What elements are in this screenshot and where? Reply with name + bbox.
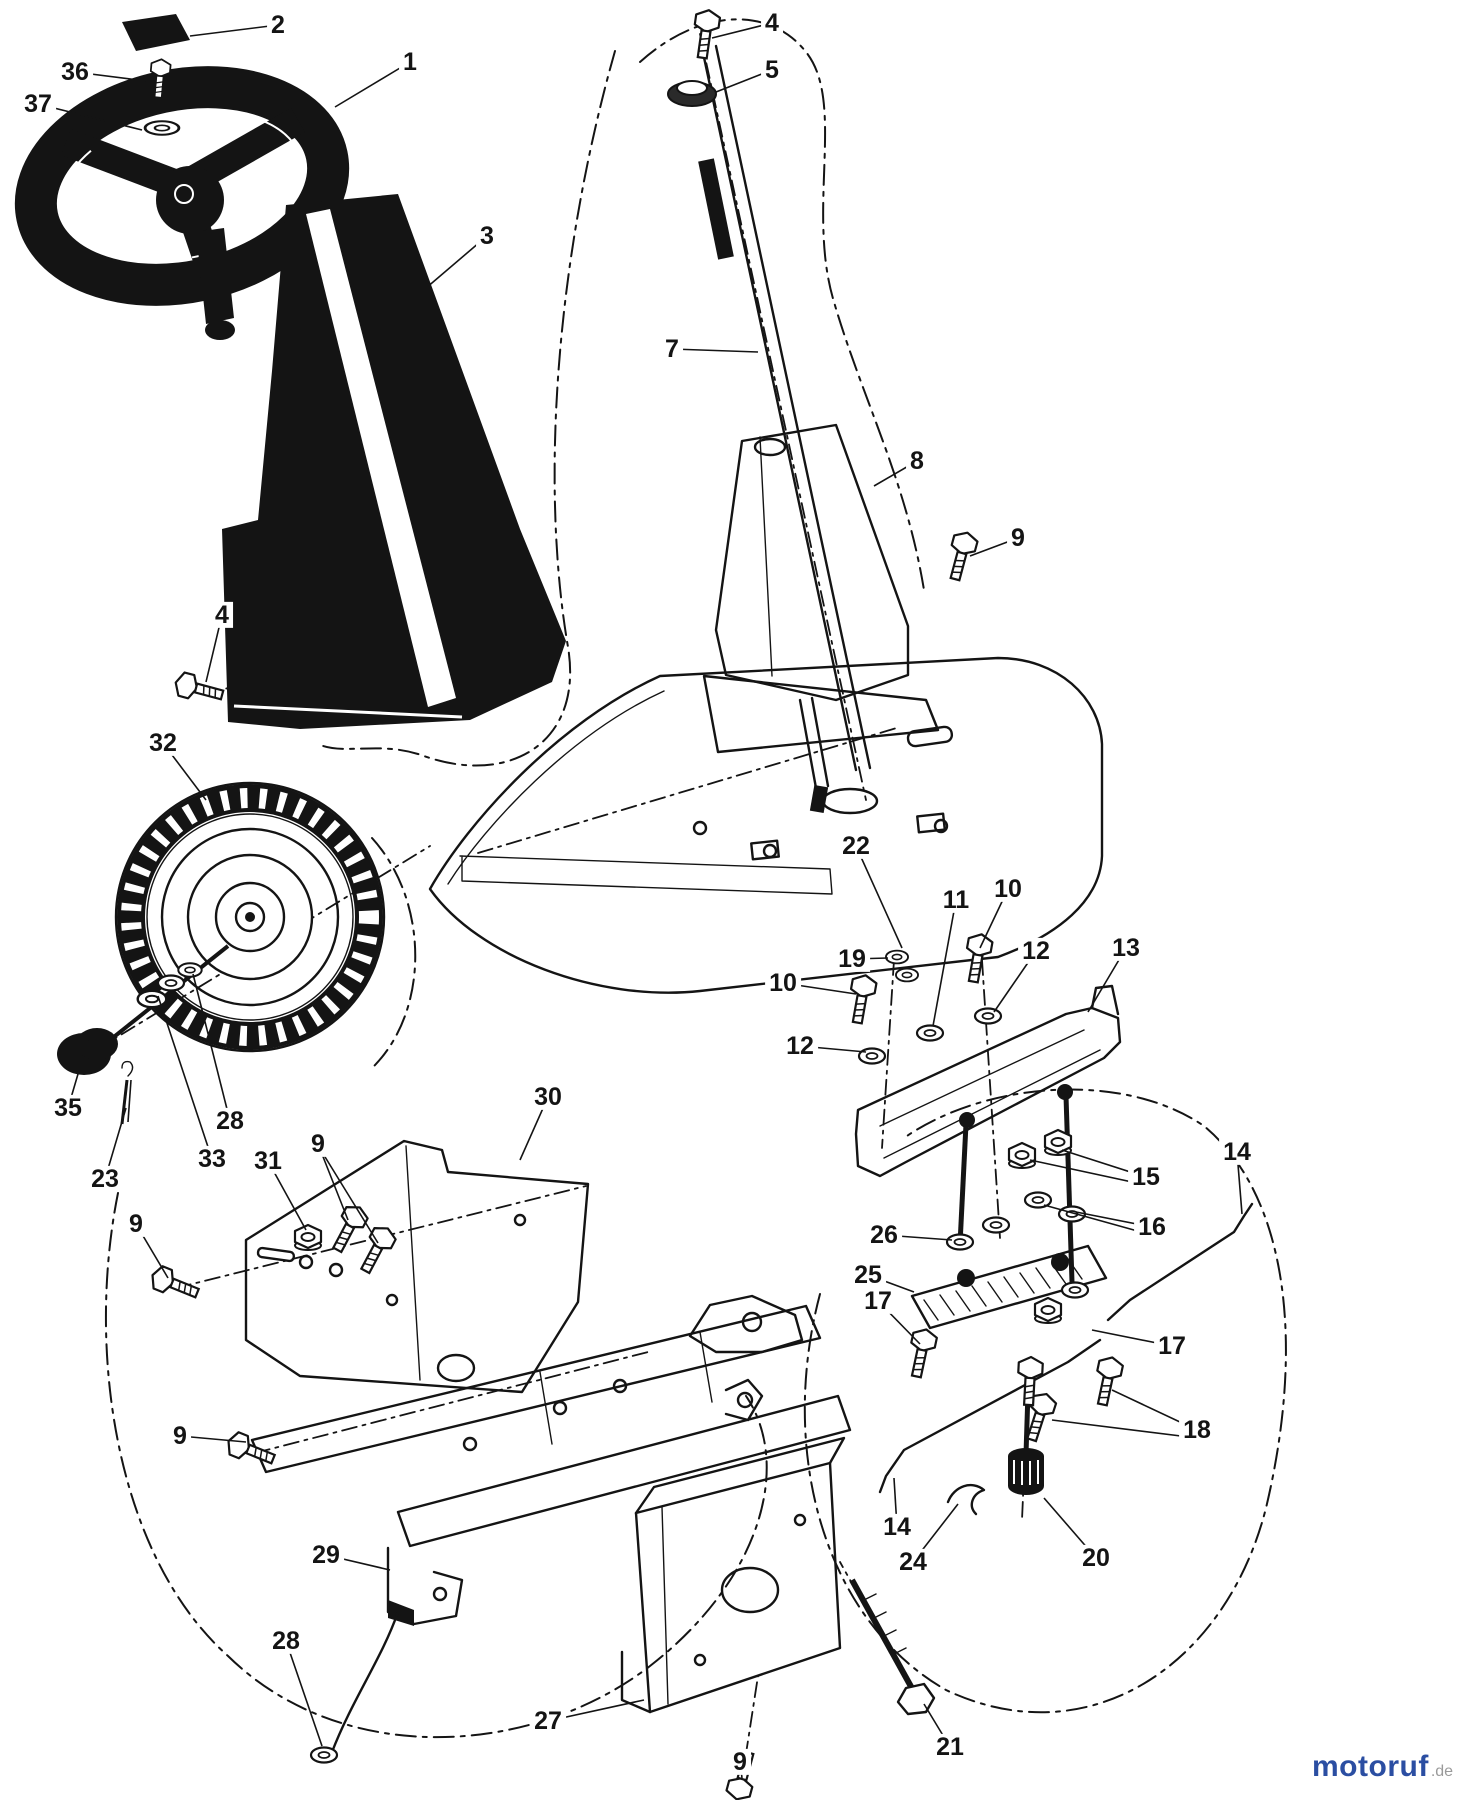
steering-rods <box>878 1202 1254 1494</box>
corner-bracket <box>330 1546 464 1754</box>
leader-line-4 <box>711 22 773 39</box>
leader-line-14 <box>1236 1151 1243 1215</box>
leader-line-10 <box>979 888 1009 949</box>
leader-line-9 <box>317 1143 349 1221</box>
steering-link-channel <box>854 984 1122 1283</box>
leader-line-28 <box>192 973 231 1122</box>
leader-line-10 <box>782 982 857 995</box>
axle-cap <box>57 1028 118 1075</box>
leader-line-19 <box>851 957 889 960</box>
leader-line-1 <box>334 61 411 108</box>
leader-line-31 <box>267 1160 307 1231</box>
lower-frame <box>250 1294 852 1548</box>
steering-shaft <box>667 44 872 772</box>
leader-line-15 <box>1061 1149 1147 1178</box>
leader-line-29 <box>325 1554 391 1571</box>
leader-line-23 <box>104 1107 127 1180</box>
steering-wheel-cap <box>122 14 190 51</box>
leader-line-7 <box>671 348 759 353</box>
leader-line-24 <box>912 1503 959 1563</box>
leader-line-12 <box>993 950 1037 1013</box>
shaft-support-tower <box>702 423 940 814</box>
leader-line-36 <box>74 71 147 82</box>
front-wheel <box>57 781 386 1125</box>
long-bolt <box>849 1578 936 1716</box>
console-cover <box>222 194 566 729</box>
leader-line-20 <box>1043 1497 1097 1559</box>
leader-line-18 <box>1111 1389 1198 1431</box>
leader-line-22 <box>855 845 903 949</box>
leader-line-30 <box>519 1096 549 1161</box>
leader-line-4 <box>205 614 223 683</box>
leader-line-33 <box>157 995 213 1160</box>
leader-line-9 <box>135 1223 169 1279</box>
leader-line-27 <box>547 1699 645 1722</box>
leader-line-14 <box>893 1477 898 1528</box>
retainer-clip <box>946 1483 986 1516</box>
leader-line-11 <box>932 899 957 1027</box>
leader-line-28 <box>285 1640 323 1747</box>
frame-deck <box>428 656 1104 994</box>
leader-line-17 <box>1091 1329 1173 1347</box>
serrated-plate <box>910 1244 1108 1330</box>
leader-line-25 <box>867 1274 915 1293</box>
watermark-tld: .de <box>1430 1763 1454 1780</box>
leader-line-13 <box>1087 947 1127 1013</box>
support-bracket-plate <box>244 1139 590 1394</box>
watermark: motoruf .de <box>1312 1750 1453 1784</box>
leader-line-8 <box>873 460 918 487</box>
leader-line-32 <box>162 742 207 801</box>
leader-line-2 <box>189 24 279 37</box>
leader-line-17 <box>877 1300 921 1345</box>
leader-line-9 <box>179 1435 247 1443</box>
leader-line-21 <box>923 1703 951 1748</box>
leader-line-12 <box>799 1045 867 1053</box>
leader-line-26 <box>883 1234 953 1241</box>
front-channel-bracket <box>620 1436 846 1714</box>
watermark-brand: motoruf <box>1312 1750 1429 1783</box>
leader-line-3 <box>411 235 488 301</box>
